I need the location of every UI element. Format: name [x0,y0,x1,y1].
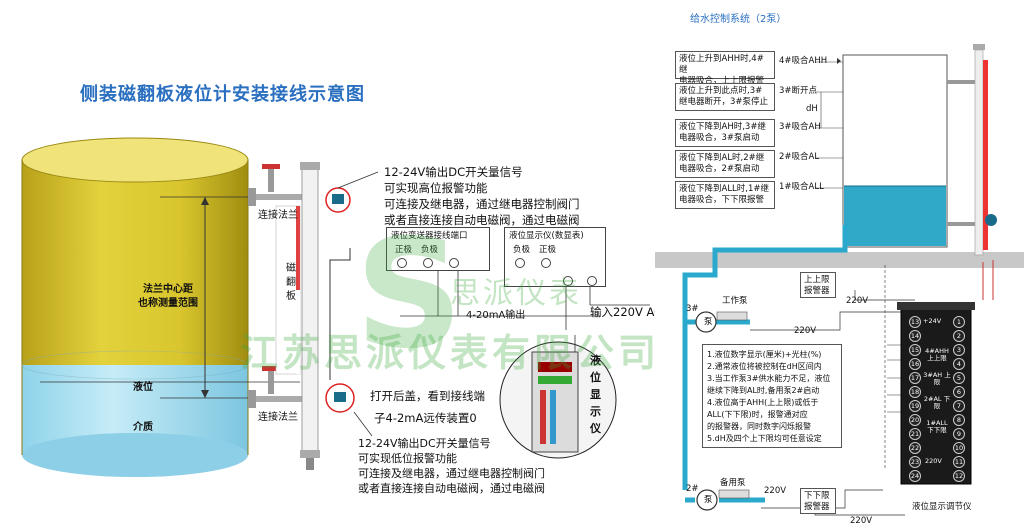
v220-label-1: 220V [846,296,869,306]
terminal-1: 1 [953,316,965,328]
label-all: 1#ALL 下下限 [926,419,948,434]
rule-box-4: 液位下降到AL时,2#继电器吸合，2#泵启动 [675,150,775,178]
medium-label: 介质 [133,422,153,433]
level-label: 液位 [133,382,153,393]
gauge-tube [301,167,319,454]
terminal-22: 22 [909,442,921,454]
terminal-24: 24 [909,470,921,482]
spare-pump-char: 泵 [704,495,713,505]
v220-label-3: 220V [764,486,787,496]
label-ahh: 4#AHH 上上限 [925,347,949,362]
level-all: 1#吸合ALL [779,182,824,192]
rule-box-5: 液位下降到ALL时,1#继电器吸合，下下限报警 [675,181,775,209]
work-pump [695,311,717,333]
level-al: 2#吸合AL [779,152,820,162]
terminal-7: 7 [953,400,965,412]
spare-pump-label: 备用泵 [720,478,746,488]
terminal-12: 12 [953,470,965,482]
terminal-pos [397,258,407,268]
open-cover-note: 打开后盖，看到接线端 [370,389,485,403]
pump2-label: 2# [686,484,699,494]
watermark-brand: 思派仪表 [450,276,582,311]
bottom-switch-sensor [325,383,355,413]
terminal-8: 8 [953,414,965,426]
terminal-9: 9 [953,428,965,440]
terminal-13: 13 [909,316,921,328]
magnetic-panel-label: 磁翻板 [286,263,296,302]
upper-alarm-box: 上上限报警器 [800,272,836,298]
level-ah: 3#吸合AH [779,122,821,132]
bottom-flange [248,390,256,408]
level-stop: 3#断开点 [779,86,818,96]
display-terminal-neg [515,258,525,268]
tank-gold-section [22,160,248,365]
label-220v: 220V [925,457,942,465]
top-flange [248,188,256,206]
terminal-2: 2 [953,330,965,342]
terminal-18: 18 [909,386,921,398]
label-ah: 3#AH 上限 [923,371,951,386]
watermark-logo: S [355,208,464,382]
spare-pump [696,489,718,511]
left-diagram-graphic [21,137,650,477]
label-24v: +24V [923,317,942,325]
terminal-21: 21 [909,428,921,440]
input-label: 输入220V AC [590,305,663,319]
rule-box-1: 液位上升到AHH时,4#继电器吸合，上上限报警 [675,51,775,86]
terminal-5: 5 [953,372,965,384]
terminal-6: 6 [953,386,965,398]
terminal-20: 20 [909,414,921,426]
watermark-company: 江苏思派仪表有限公司 [240,331,661,375]
terminal-17: 17 [909,372,921,384]
bottom-flange-label: 连接法兰 [258,412,298,423]
v220-label-2: 220V [794,326,817,336]
transmitter-note: 子4-2mA远传装置0 [374,411,477,425]
work-pump-label: 工作泵 [722,296,748,306]
terminal-15: 15 [909,344,921,356]
rule-box-2: 液位上升到此点时,3#继电器断开，3#泵停止 [675,83,775,111]
terminal-11: 11 [953,456,965,468]
terminal-10: 10 [953,442,965,454]
v220-label-4: 220V [850,516,873,526]
tank-bottom [22,433,248,477]
display-terminal-box: 液位显示仪(数显表) 负极 正极 [504,227,606,287]
label-al: 2#AL 下限 [923,395,951,410]
tank-water [844,186,946,246]
display-terminal-ac2 [587,276,597,286]
display-terminal-ac1 [563,276,573,286]
level-ahh: 4#吸合AHH [779,56,828,66]
transmitter-terminal-box: 液位变送器接线端口 正极 负极 [386,227,490,271]
terminal-blank [449,258,459,268]
control-notes-box: 1.液位数字显示(厘米)+光柱(%) 2.通常液位将被控制在dH区间内 3.当工… [702,344,842,448]
pump3-label: 3# [686,304,699,314]
controller-caption: 液位显示调节仪 [912,502,972,512]
terminal-16: 16 [909,358,921,370]
display-vertical-label: 液 位 显 示 仪 [590,354,601,435]
terminal-19: 19 [909,400,921,412]
bottom-signal-note: 12-24V输出DC开关量信号 可实现低位报警功能 可连接及继电器，通过继电器控… [358,437,545,495]
terminal-4: 4 [953,358,965,370]
rule-box-3: 液位下降到AH时,3#继电器吸合，3#泵启动 [675,119,775,147]
tank-top [21,137,249,183]
controller-terminals: 13 14 15 16 17 18 19 20 21 22 23 24 1 2 … [901,306,971,484]
terminal-14: 14 [909,330,921,342]
top-signal-note: 12-24V输出DC开关量信号 可实现高位报警功能 可连接及继电器，通过继电器控… [384,165,580,227]
terminal-neg [423,258,433,268]
right-title: 给水控制系统（2泵） [690,14,787,25]
top-flange-label: 连接法兰 [258,210,298,221]
display-terminal-pos [541,258,551,268]
work-pump-char: 泵 [704,317,713,327]
lower-alarm-box: 下下限报警器 [800,488,836,514]
output-label: 4-20mA输出 [466,310,526,321]
terminal-3: 3 [953,344,965,356]
flange-distance-label: 法兰中心距 也称测量范围 [138,284,198,309]
diagram-title: 侧装磁翻板液位计安装接线示意图 [80,84,365,105]
terminal-23: 23 [909,456,921,468]
dh-label: dH [806,104,818,114]
